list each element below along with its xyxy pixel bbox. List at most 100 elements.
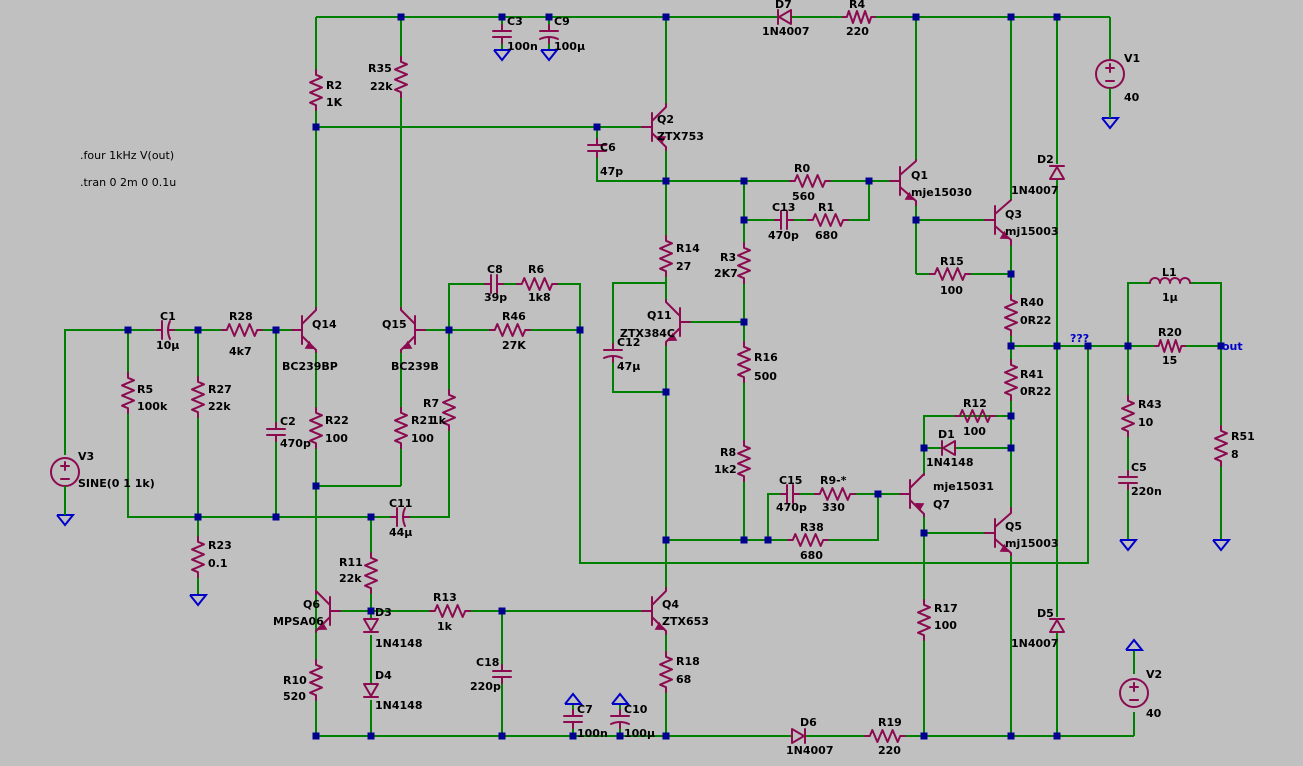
- capacitor-c6[interactable]: [587, 138, 607, 158]
- capacitor-c2[interactable]: [266, 422, 286, 442]
- d7-value-label: 1N4007: [762, 25, 809, 38]
- resistor-r41[interactable]: [1004, 359, 1018, 401]
- net-label-unnamed[interactable]: ???: [1070, 332, 1089, 345]
- resistor-r17[interactable]: [917, 599, 931, 641]
- r43-value-label: 10: [1138, 416, 1154, 429]
- voltage-source-v2[interactable]: [1119, 678, 1149, 708]
- diode-d1[interactable]: [941, 440, 956, 456]
- c7-value-label: 100n: [577, 727, 608, 740]
- junction-dot: [312, 482, 320, 490]
- resistor-r3[interactable]: [737, 242, 751, 284]
- inductor-l1[interactable]: [1149, 277, 1191, 284]
- c15-ref-label: C15: [779, 474, 802, 487]
- capacitor-c9[interactable]: [539, 24, 559, 44]
- q3-ref-label: Q3: [1005, 208, 1022, 221]
- capacitor-c12[interactable]: [603, 343, 623, 363]
- transistor-q6[interactable]: [315, 590, 341, 633]
- resistor-r11[interactable]: [364, 552, 378, 594]
- resistor-r15[interactable]: [929, 267, 971, 281]
- resistor-r10[interactable]: [309, 659, 323, 701]
- resistor-r8[interactable]: [737, 440, 751, 482]
- v1-value-label: 40: [1124, 91, 1140, 104]
- transistor-q1[interactable]: [889, 159, 917, 206]
- diode-d6[interactable]: [791, 728, 806, 744]
- resistor-r7[interactable]: [442, 389, 456, 431]
- c9-value-label: 100µ: [554, 40, 585, 53]
- resistor-r21[interactable]: [394, 407, 408, 449]
- c11-ref-label: C11: [389, 497, 412, 510]
- capacitor-c1[interactable]: [155, 320, 175, 340]
- d1-ref-label: D1: [938, 428, 955, 441]
- capacitor-c13[interactable]: [774, 210, 794, 230]
- resistor-r18[interactable]: [659, 651, 673, 693]
- capacitor-c10[interactable]: [610, 709, 630, 729]
- junction-dot: [865, 177, 873, 185]
- transistor-q5[interactable]: [984, 507, 1012, 556]
- resistor-r35[interactable]: [394, 56, 408, 98]
- q2-value-label: ZTX753: [657, 130, 704, 143]
- resistor-r46[interactable]: [489, 323, 531, 337]
- diode-d4[interactable]: [363, 683, 379, 698]
- diode-d3[interactable]: [363, 618, 379, 633]
- junction-dot: [124, 326, 132, 334]
- components[interactable]: [50, 9, 1228, 744]
- resistor-r28[interactable]: [221, 323, 263, 337]
- resistor-r43[interactable]: [1121, 395, 1135, 437]
- resistor-r0[interactable]: [789, 174, 831, 188]
- transistor-q4[interactable]: [641, 587, 667, 635]
- resistor-r51[interactable]: [1214, 425, 1228, 467]
- transistor-q14[interactable]: [291, 307, 317, 353]
- voltage-source-v1[interactable]: [1095, 59, 1125, 89]
- capacitor-c7[interactable]: [563, 709, 583, 729]
- c3-value-label: 100n: [507, 40, 538, 53]
- resistor-r2[interactable]: [309, 69, 323, 111]
- capacitor-c5[interactable]: [1118, 470, 1138, 490]
- resistor-r16[interactable]: [737, 341, 751, 383]
- r43-ref-label: R43: [1138, 398, 1162, 411]
- q5-value-label: mj15003: [1005, 537, 1059, 550]
- resistor-r27[interactable]: [191, 376, 205, 418]
- c2-ref-label: C2: [280, 415, 296, 428]
- resistor-r5[interactable]: [121, 372, 135, 414]
- capacitor-c18[interactable]: [492, 664, 512, 684]
- junction-dot: [740, 216, 748, 224]
- directive-four[interactable]: .four 1kHz V(out): [80, 149, 174, 162]
- l1-value-label: 1µ: [1162, 291, 1178, 304]
- junction-dot: [445, 326, 453, 334]
- transistor-q2[interactable]: [641, 103, 667, 151]
- transistor-q11[interactable]: [665, 299, 691, 346]
- capacitor-c11[interactable]: [390, 507, 410, 527]
- c18-ref-label: C18: [476, 656, 499, 669]
- resistor-r6[interactable]: [516, 277, 558, 291]
- directive-tran[interactable]: .tran 0 2m 0 0.1u: [80, 176, 176, 189]
- diode-d7[interactable]: [777, 9, 792, 25]
- resistor-r1[interactable]: [807, 213, 849, 227]
- resistor-r20[interactable]: [1154, 339, 1186, 353]
- resistor-r40[interactable]: [1004, 294, 1018, 336]
- r6-ref-label: R6: [528, 263, 544, 276]
- capacitor-c15[interactable]: [780, 484, 800, 504]
- resistor-r4[interactable]: [842, 10, 876, 24]
- transistor-q7[interactable]: [899, 473, 925, 517]
- d5-value-label: 1N4007: [1011, 637, 1058, 650]
- transistor-q15[interactable]: [400, 307, 426, 353]
- r4-ref-label: R4: [849, 0, 865, 11]
- resistor-r23[interactable]: [191, 536, 205, 578]
- resistor-r13[interactable]: [429, 604, 471, 618]
- transistor-q3[interactable]: [984, 199, 1012, 246]
- junction-dot: [367, 732, 375, 740]
- capacitor-c8[interactable]: [484, 274, 504, 294]
- resistor-r9[interactable]: [814, 487, 856, 501]
- resistor-r38[interactable]: [787, 533, 829, 547]
- diode-d5[interactable]: [1049, 618, 1065, 633]
- voltage-source-v3[interactable]: [50, 457, 80, 487]
- diode-d2[interactable]: [1049, 165, 1065, 180]
- resistor-r12[interactable]: [954, 409, 996, 423]
- resistor-r14[interactable]: [659, 235, 673, 277]
- net-label-out[interactable]: out: [1222, 340, 1243, 353]
- resistor-r19[interactable]: [864, 729, 906, 743]
- capacitor-c3[interactable]: [492, 24, 512, 44]
- resistor-r22[interactable]: [309, 407, 323, 449]
